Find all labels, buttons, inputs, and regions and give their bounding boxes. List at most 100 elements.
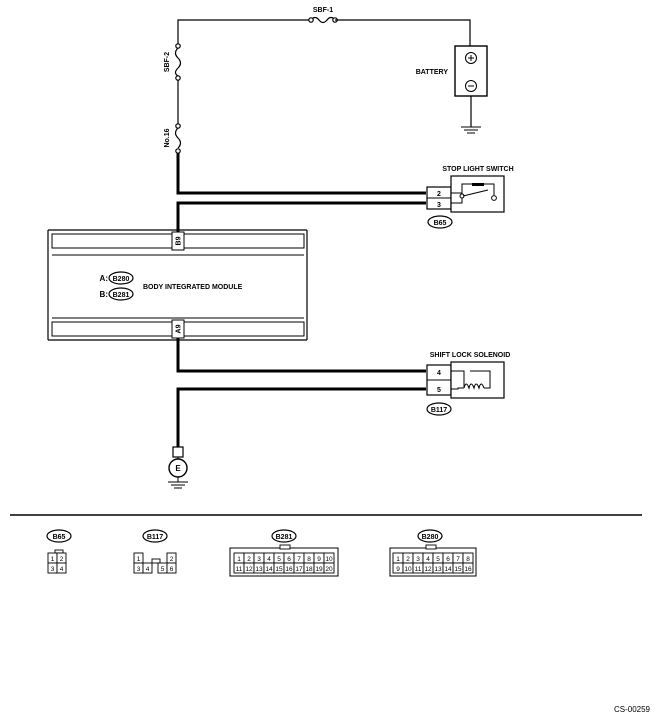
b117-cell (142, 562, 153, 574)
b281-pin-label: 10 (325, 556, 333, 563)
b280-pin-label: 14 (444, 566, 452, 573)
b281-pin-label: 3 (257, 556, 261, 563)
b281-pin-label: 20 (325, 566, 333, 573)
power-wiring (174, 16, 471, 154)
b281-badge (271, 529, 297, 543)
b281-pin-label: 12 (245, 566, 253, 573)
ground-label: E (175, 464, 181, 473)
b280-pin-label: 13 (434, 566, 442, 573)
b117-cell (166, 562, 177, 574)
b280-pin-label: 6 (446, 556, 450, 563)
b281-pin-label: 14 (265, 566, 273, 573)
sbf1-label: SBF-1 (313, 7, 333, 14)
b281-pin-label: 13 (255, 566, 263, 573)
b117-name: B117 (147, 534, 163, 541)
bim-label: BODY INTEGRATED MODULE (143, 284, 243, 291)
b280-pin-label: 11 (415, 566, 422, 573)
sbf2-label: SBF-2 (164, 52, 171, 72)
b281-pin-label: 5 (277, 556, 281, 563)
b281-pin-label: 4 (267, 556, 271, 563)
b281-name: B281 (276, 534, 293, 541)
b65-latch (54, 549, 64, 554)
b280-pin-label: 12 (424, 566, 432, 573)
bim-connector-a-badge (108, 271, 134, 285)
b281-pin-label: 15 (275, 566, 283, 573)
stop-light-connector-code: B65 (434, 220, 447, 227)
b280-pin-label: 9 (396, 566, 400, 573)
chassis-ground-icon (168, 481, 188, 489)
stop-light-connector-badge (427, 215, 453, 229)
shift-lock-connector-badge (426, 402, 452, 416)
b65-cell (56, 562, 67, 574)
b281-pin-label: 19 (315, 566, 323, 573)
battery (454, 45, 488, 134)
b65-pin-label: 4 (60, 566, 64, 573)
b65-name: B65 (53, 534, 66, 541)
solenoid-coil-icon (463, 383, 485, 390)
battery-ground-icon (461, 126, 481, 134)
bim-connector-b-code: B281 (113, 292, 130, 299)
b117-pin-label: 6 (170, 566, 174, 573)
figure-code: CS-00259 (614, 705, 651, 714)
b281-pin-label: 16 (285, 566, 293, 573)
b280-pin-label: 10 (404, 566, 412, 573)
body-integrated-module (47, 229, 308, 341)
bim-connector-a-prefix: A: (100, 274, 108, 283)
b280-badge (417, 529, 443, 543)
shift-lock-solenoid (426, 361, 505, 399)
b65-pin-label: 2 (60, 556, 64, 563)
b117-pin-label: 2 (170, 556, 174, 563)
b117-pin-label: 1 (137, 556, 141, 563)
b65-badge (46, 529, 72, 543)
b281-pin-label: 7 (297, 556, 301, 563)
b280-name: B280 (422, 534, 439, 541)
b117-pin-label: 3 (137, 566, 141, 573)
stop-light-pin-2: 2 (437, 191, 441, 198)
stop-light-switch (426, 175, 505, 213)
bim-connector-a-code: B280 (113, 276, 130, 283)
bim-terminal-a9: A9 (176, 324, 183, 333)
b281-pin-label: 9 (317, 556, 321, 563)
b281-pin-label: 18 (305, 566, 313, 573)
bim-connector-b-prefix: B: (100, 290, 108, 299)
bim-terminal-b9: B9 (176, 236, 183, 245)
b281-cell (323, 562, 335, 574)
shift-lock-pin-4: 4 (437, 370, 441, 377)
b281-pin-label: 17 (295, 566, 303, 573)
b117-latch (151, 558, 161, 564)
b280-pin-label: 16 (464, 566, 472, 573)
no16-label: No.16 (164, 128, 171, 147)
stop-light-pin-3: 3 (437, 202, 441, 209)
b280-pin-label: 4 (426, 556, 430, 563)
b281-pin-label: 1 (237, 556, 241, 563)
b117-badge (142, 529, 168, 543)
b281-pin-label: 2 (247, 556, 251, 563)
harness-wires (176, 153, 426, 447)
bim-connector-b-badge (108, 287, 134, 301)
b281-pin-label: 6 (287, 556, 291, 563)
b280-cell (462, 562, 474, 574)
b281-pin-label: 8 (307, 556, 311, 563)
b280-pin-label: 8 (466, 556, 470, 563)
b117-pin-label: 5 (161, 566, 165, 573)
b280-pin-label: 3 (416, 556, 420, 563)
b65-pin-label: 3 (51, 566, 55, 573)
b280-latch (425, 544, 437, 550)
b281-pin-label: 11 (236, 566, 243, 573)
b280-pin-label: 2 (406, 556, 410, 563)
battery-label: BATTERY (416, 69, 449, 76)
b280-pin-label: 15 (454, 566, 462, 573)
shift-lock-solenoid-label: SHIFT LOCK SOLENOID (430, 352, 511, 359)
stop-light-switch-label: STOP LIGHT SWITCH (442, 166, 513, 173)
shift-lock-pin-5: 5 (437, 387, 441, 394)
b65-pin-label: 1 (51, 556, 55, 563)
ground-terminal (168, 446, 188, 489)
b117-pin-label: 4 (146, 566, 150, 573)
b280-pin-label: 1 (396, 556, 400, 563)
shift-lock-connector-code: B117 (431, 407, 447, 414)
b280-pin-label: 7 (456, 556, 460, 563)
b281-latch (279, 544, 291, 550)
b280-pin-label: 5 (436, 556, 440, 563)
